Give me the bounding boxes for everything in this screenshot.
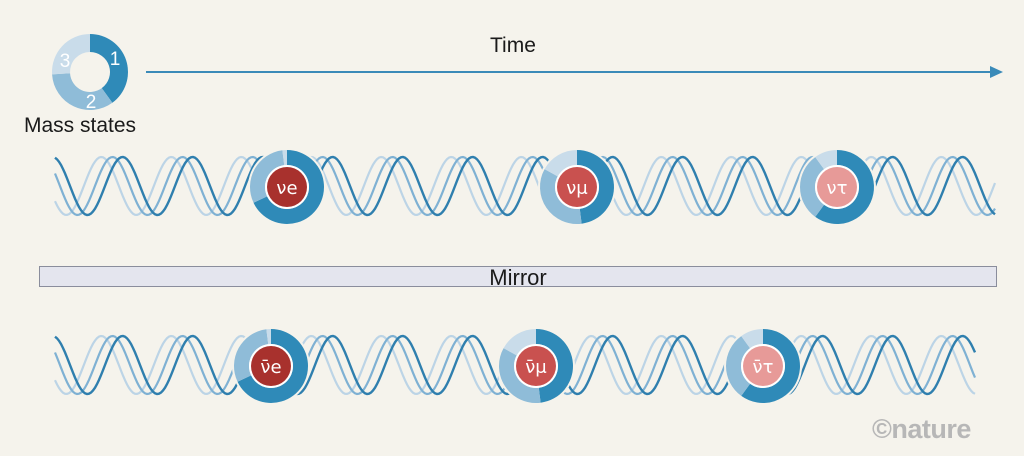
mass-state-3-segment xyxy=(52,34,90,75)
muon-antineutrino-label: ν̄μ xyxy=(525,357,547,378)
mass-state-1-segment xyxy=(577,150,614,224)
mass-state-1-segment xyxy=(253,150,324,224)
mass-state-1-segment xyxy=(237,329,308,404)
mass-state-3-number: 3 xyxy=(60,51,71,72)
mass-state-2-segment xyxy=(800,157,825,217)
mass-state-1-segment xyxy=(741,329,800,404)
mass-state-2-segment xyxy=(250,150,285,203)
muon-flavor-core xyxy=(557,167,597,207)
mass-state-1-segment xyxy=(536,329,574,403)
mass-state-2-segment xyxy=(499,348,541,404)
mass-state-1-segment xyxy=(815,150,874,224)
mass-state-2-number: 2 xyxy=(86,92,97,113)
mass-state-3-segment xyxy=(503,329,536,356)
mass-state-3-segment xyxy=(282,150,287,166)
electron-flavor-core xyxy=(251,346,291,386)
mass-state-2-segment xyxy=(52,73,113,110)
particle-group: νe νμ ντ ν̄e ν̄μ ν̄τ xyxy=(232,148,876,405)
mass-state-3-segment xyxy=(266,329,271,345)
electron-neutrino: νe xyxy=(248,148,326,226)
mass-state-1-segment xyxy=(90,34,129,103)
muon-neutrino: νμ xyxy=(538,148,616,226)
mass-state-3-segment xyxy=(544,150,577,177)
electron-antineutrino-label: ν̄e xyxy=(260,357,281,378)
mirror-label: Mirror xyxy=(489,265,547,290)
time-arrow xyxy=(146,66,1003,78)
electron-antineutrino: ν̄e xyxy=(232,327,310,405)
tau-neutrino-label: ντ xyxy=(827,178,848,199)
mass-states-legend-ring: 1 23 xyxy=(52,34,129,113)
mass-states-label: Mass states xyxy=(24,114,137,137)
mass-state-2-segment xyxy=(234,329,269,382)
mass-state-2-segment xyxy=(726,336,751,396)
muon-antineutrino: ν̄μ xyxy=(497,327,575,405)
mass-state-2-segment xyxy=(540,169,582,224)
time-label: Time xyxy=(490,34,536,57)
tau-flavor-core xyxy=(743,346,783,386)
mass-state-1-number: 1 xyxy=(110,49,121,70)
electron-flavor-core xyxy=(267,167,307,207)
muon-flavor-core xyxy=(516,346,556,386)
mass-state-3-segment xyxy=(741,329,763,349)
electron-neutrino-label: νe xyxy=(276,178,297,199)
mass-state-3-segment xyxy=(815,150,837,170)
tau-neutrino: ντ xyxy=(798,148,876,226)
muon-neutrino-label: νμ xyxy=(566,178,588,199)
tau-antineutrino-label: ν̄τ xyxy=(753,357,774,378)
mirror-bar: Mirror xyxy=(39,265,997,290)
nature-credit: ©nature xyxy=(872,414,971,444)
tau-antineutrino: ν̄τ xyxy=(724,327,802,405)
tau-flavor-core xyxy=(817,167,857,207)
